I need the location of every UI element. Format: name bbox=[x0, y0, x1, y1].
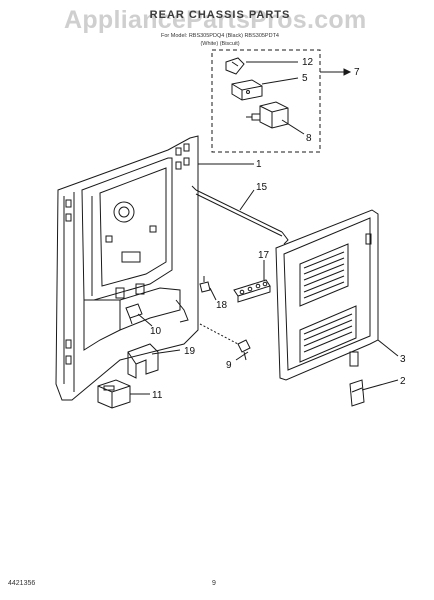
callout-3: 3 bbox=[400, 354, 406, 365]
watermark: AppliancePartsPros.com bbox=[64, 6, 367, 34]
part-5-terminal-block bbox=[231, 79, 263, 101]
callout-18: 18 bbox=[216, 300, 228, 311]
callout-2: 2 bbox=[400, 376, 406, 387]
callout-7: 7 bbox=[354, 67, 360, 78]
part-18-clip bbox=[199, 276, 211, 293]
part-1-rear-chassis bbox=[55, 135, 199, 401]
model-subtitle-colors: (White) (Biscuit) bbox=[200, 41, 240, 47]
part-15-rod bbox=[191, 185, 289, 245]
part-17-terminal-strip bbox=[233, 279, 271, 303]
callout-19: 19 bbox=[184, 346, 196, 357]
callout-11: 11 bbox=[152, 390, 163, 401]
diagram-title: REAR CHASSIS PARTS bbox=[149, 9, 291, 21]
model-subtitle: For Model: RBS305PDQ4 (Black) RBS305PDT4 bbox=[161, 33, 279, 39]
part-12-bracket bbox=[225, 57, 245, 75]
leader-lines bbox=[130, 61, 399, 395]
callout-1: 1 bbox=[256, 159, 262, 170]
part-10-bracket bbox=[125, 303, 143, 325]
callout-9: 9 bbox=[226, 360, 232, 371]
callout-12: 12 bbox=[302, 57, 314, 68]
part-8-switch bbox=[246, 101, 289, 129]
part-19-bracket bbox=[127, 343, 159, 379]
callout-8: 8 bbox=[306, 133, 312, 144]
callout-5: 5 bbox=[302, 73, 308, 84]
arrowhead bbox=[343, 68, 352, 76]
callout-15: 15 bbox=[256, 182, 268, 193]
callout-17: 17 bbox=[258, 250, 270, 261]
part-2-bracket bbox=[349, 379, 365, 407]
document-number: 4421356 bbox=[8, 580, 36, 587]
part-3-rear-panel bbox=[275, 209, 379, 381]
callout-10: 10 bbox=[150, 326, 162, 337]
part-11-box bbox=[97, 379, 131, 409]
page-number: 9 bbox=[212, 580, 216, 587]
part-9-fastener bbox=[199, 323, 251, 361]
